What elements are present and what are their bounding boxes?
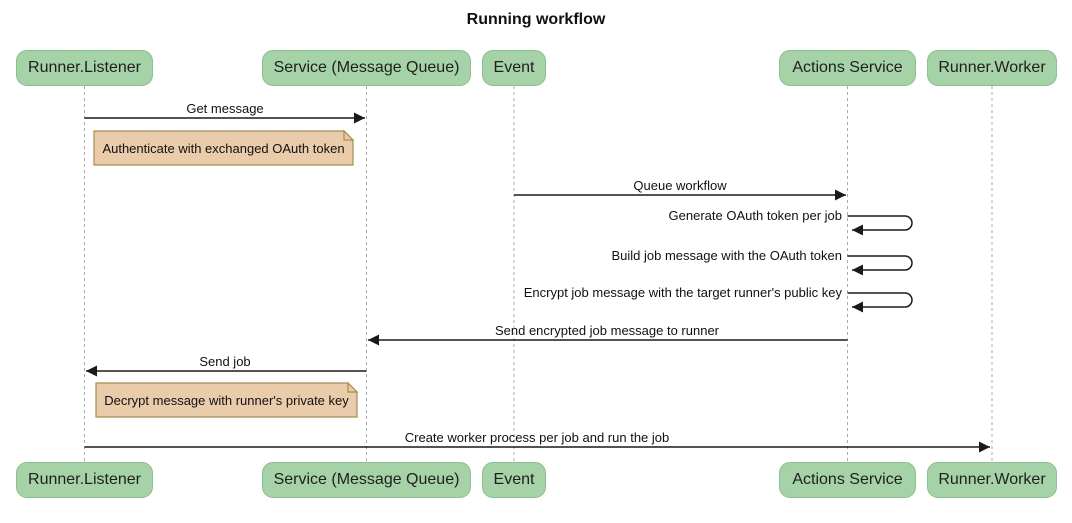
- message-label-generate-oauth-token: Generate OAuth token per job: [668, 208, 842, 223]
- participant-label: Runner.Worker: [938, 59, 1046, 76]
- diagram-title: Running workflow: [466, 11, 606, 28]
- message-label-get-message: Get message: [186, 101, 264, 116]
- participant-top-service-message-queue: Service (Message Queue): [262, 50, 471, 86]
- message-label-build-job-message: Build job message with the OAuth token: [611, 248, 842, 263]
- participant-top-actions-service: Actions Service: [779, 50, 916, 86]
- arrow-self-encrypt-job-message: [847, 292, 913, 313]
- participant-label: Runner.Listener: [28, 59, 141, 76]
- message-label-create-worker-process: Create worker process per job and run th…: [404, 430, 670, 445]
- participant-label: Runner.Worker: [938, 471, 1046, 488]
- participant-top-runner-worker: Runner.Worker: [927, 50, 1057, 86]
- participant-bottom-runner-listener: Runner.Listener: [16, 462, 153, 498]
- participant-label: Service (Message Queue): [273, 59, 460, 76]
- participant-label: Event: [493, 471, 535, 488]
- note-shape-decrypt: [95, 381, 359, 418]
- participant-bottom-service-message-queue: Service (Message Queue): [262, 462, 471, 498]
- message-label-send-encrypted-job-message: Send encrypted job message to runner: [494, 323, 720, 338]
- note-authenticate-oauth: Authenticate with exchanged OAuth token: [102, 140, 345, 156]
- message-label-encrypt-job-message: Encrypt job message with the target runn…: [523, 285, 842, 300]
- participant-top-runner-listener: Runner.Listener: [16, 50, 153, 86]
- participant-bottom-actions-service: Actions Service: [779, 462, 916, 498]
- arrow-self-build-job-message: [847, 255, 913, 276]
- participant-label: Actions Service: [792, 59, 903, 76]
- participant-label: Actions Service: [792, 471, 903, 488]
- message-label-send-job: Send job: [199, 354, 251, 369]
- participant-label: Event: [493, 59, 535, 76]
- participant-label: Runner.Listener: [28, 471, 141, 488]
- message-label-queue-workflow: Queue workflow: [633, 178, 727, 193]
- note-shape-authenticate: [93, 129, 355, 166]
- note-decrypt-private-key: Decrypt message with runner's private ke…: [104, 392, 349, 408]
- participant-bottom-event: Event: [482, 462, 546, 498]
- arrow-self-generate-oauth-token: [847, 215, 913, 236]
- participant-top-event: Event: [482, 50, 546, 86]
- participant-label: Service (Message Queue): [273, 471, 460, 488]
- participant-bottom-runner-worker: Runner.Worker: [927, 462, 1057, 498]
